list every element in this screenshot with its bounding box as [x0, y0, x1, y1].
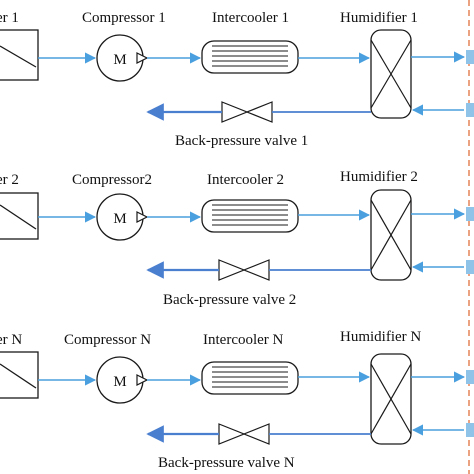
row-2: er 2 M Compressor2 Intercooler 2 Humidif… — [0, 169, 466, 308]
filter-label-n: er N — [0, 332, 22, 348]
valve-label-1: Back-pressure valve 1 — [175, 133, 308, 149]
humidifier-label-2: Humidifier 2 — [340, 169, 418, 185]
air-filter-n — [0, 351, 39, 399]
motor-symbol-2: M — [113, 211, 126, 227]
compressor-2: M — [96, 193, 149, 241]
compressor-n: M — [96, 356, 149, 404]
humidifier-label-n: Humidifier N — [340, 329, 421, 345]
row-1: er 1 M Compressor 1 Intercooler 1 Humidi… — [0, 10, 466, 149]
valve-label-n: Back-pressure valve N — [158, 455, 295, 471]
filter-label-2: er 2 — [0, 172, 19, 188]
intercooler-label-2: Intercooler 2 — [207, 172, 284, 188]
humidifier-2 — [370, 189, 412, 281]
row-n: er N M Compressor N Intercooler N Humidi… — [0, 329, 466, 471]
intercooler-1 — [201, 40, 299, 74]
compressor-label-1: Compressor 1 — [82, 10, 166, 26]
humidifier-n — [370, 353, 412, 445]
valve-label-2: Back-pressure valve 2 — [163, 292, 296, 308]
motor-symbol-n: M — [113, 374, 126, 390]
compressor-1: M — [96, 34, 149, 82]
intercooler-label-1: Intercooler 1 — [212, 10, 289, 26]
compressor-label-n: Compressor N — [64, 332, 151, 348]
intercooler-2 — [201, 199, 299, 233]
humidifier-1 — [370, 29, 412, 119]
humidifier-label-1: Humidifier 1 — [340, 10, 418, 26]
filter-label-1: er 1 — [0, 10, 19, 26]
air-filter-2 — [0, 192, 39, 240]
stack-ports — [466, 50, 474, 437]
air-filter-1 — [0, 29, 39, 81]
back-pressure-valve-1 — [221, 101, 273, 123]
back-pressure-valve-n — [218, 423, 270, 445]
intercooler-label-n: Intercooler N — [203, 332, 284, 348]
motor-symbol-1: M — [113, 52, 126, 68]
compressor-label-2: Compressor2 — [72, 172, 152, 188]
back-pressure-valve-2 — [218, 259, 270, 281]
intercooler-n — [201, 361, 299, 395]
